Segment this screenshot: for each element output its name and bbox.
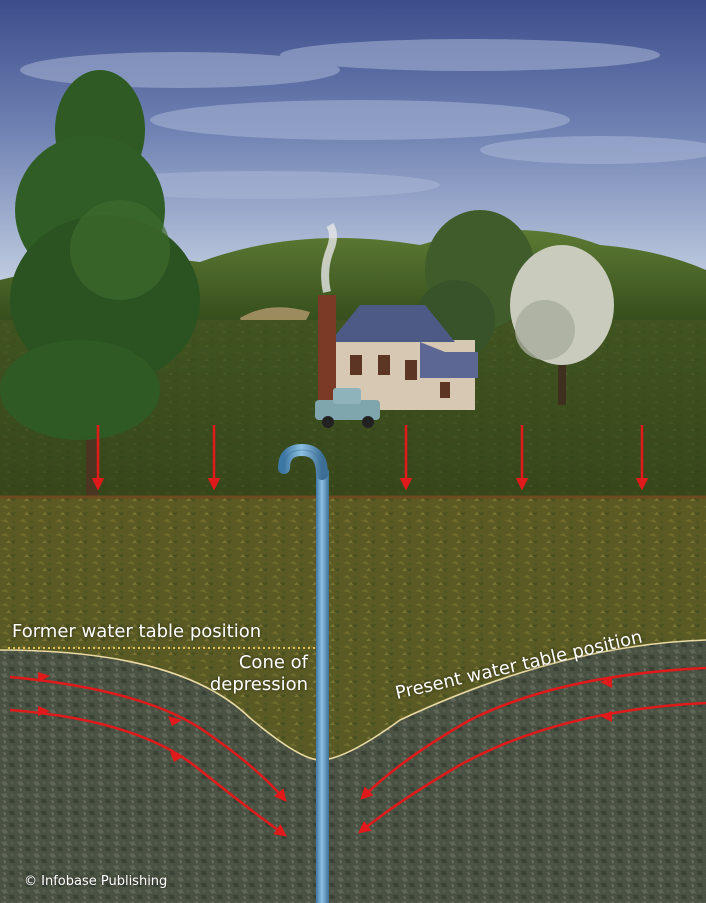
flow-midarrows bbox=[38, 672, 612, 762]
former-water-table-label: Former water table position bbox=[12, 621, 262, 642]
cone-label-line2: depression bbox=[209, 674, 308, 695]
well-pipe-icon bbox=[278, 443, 329, 903]
tree-icon bbox=[0, 70, 200, 500]
tree-icon bbox=[510, 245, 614, 405]
flow-arrow-right-1 bbox=[360, 666, 706, 800]
copyright-credit: © Infobase Publishing bbox=[24, 874, 168, 889]
recharge-arrows bbox=[91, 425, 649, 491]
cone-of-depression-label: Cone of depression bbox=[186, 652, 308, 696]
flow-arrow-left-2 bbox=[9, 708, 288, 837]
flow-arrows bbox=[9, 666, 706, 837]
saturated-zone bbox=[0, 640, 706, 903]
flow-arrow-left-1 bbox=[9, 675, 287, 802]
cone-label-line1: Cone of bbox=[238, 652, 308, 673]
flow-arrow-right-2 bbox=[358, 701, 706, 834]
house-icon bbox=[318, 222, 478, 410]
truck-icon bbox=[315, 388, 380, 428]
clouds bbox=[20, 39, 706, 199]
